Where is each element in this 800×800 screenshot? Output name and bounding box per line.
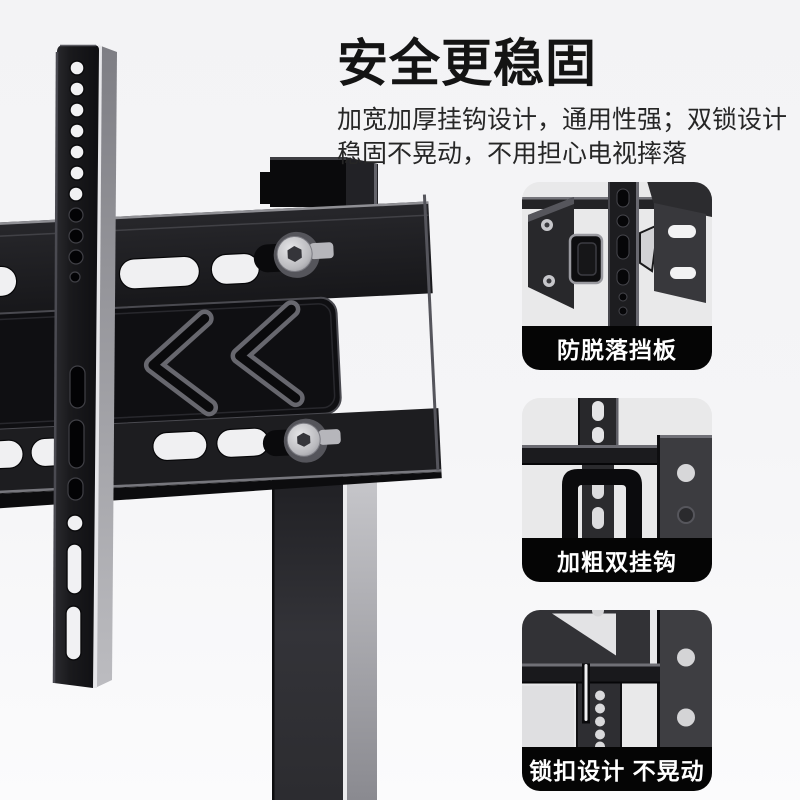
double-hook-shape	[562, 469, 642, 538]
page-title: 安全更稳固	[337, 35, 598, 92]
feature-card-lock-buckle: 锁扣设计 不晃动	[522, 610, 712, 791]
lock-bolt-top	[273, 231, 334, 278]
chevron-left-icon	[230, 300, 305, 408]
feature-card-thick-double-hooks: 加粗双挂钩	[522, 398, 712, 582]
strip-holes	[68, 60, 85, 283]
stand-column	[272, 468, 377, 800]
feature-label: 加粗双挂钩	[522, 538, 712, 582]
feature-card-anti-drop-baffle: 防脱落挡板	[522, 182, 712, 370]
anti-drop-baffle-photo	[522, 182, 712, 326]
chevron-left-icon	[143, 309, 219, 417]
top-hook-block	[260, 157, 378, 207]
lock-bolt-bottom	[283, 418, 341, 463]
page-description: 加宽加厚挂钩设计，通用性强；双锁设计 稳固不晃动，不用担心电视摔落	[337, 103, 797, 171]
description-line-2: 稳固不晃动，不用担心电视摔落	[337, 140, 688, 168]
feature-header: 安全更稳固 加宽加厚挂钩设计，通用性强；双锁设计 稳固不晃动，不用担心电视摔落	[337, 34, 797, 171]
lock-buckle-photo	[522, 610, 712, 747]
thick-double-hooks-photo	[522, 398, 712, 538]
feature-label: 锁扣设计 不晃动	[522, 747, 712, 791]
description-line-1: 加宽加厚挂钩设计，通用性强；双锁设计	[337, 106, 788, 134]
strip-slots	[65, 365, 86, 661]
tv-bracket-strip	[52, 44, 117, 688]
feature-label: 防脱落挡板	[522, 326, 712, 370]
product-photo-tv-mount	[0, 44, 442, 800]
